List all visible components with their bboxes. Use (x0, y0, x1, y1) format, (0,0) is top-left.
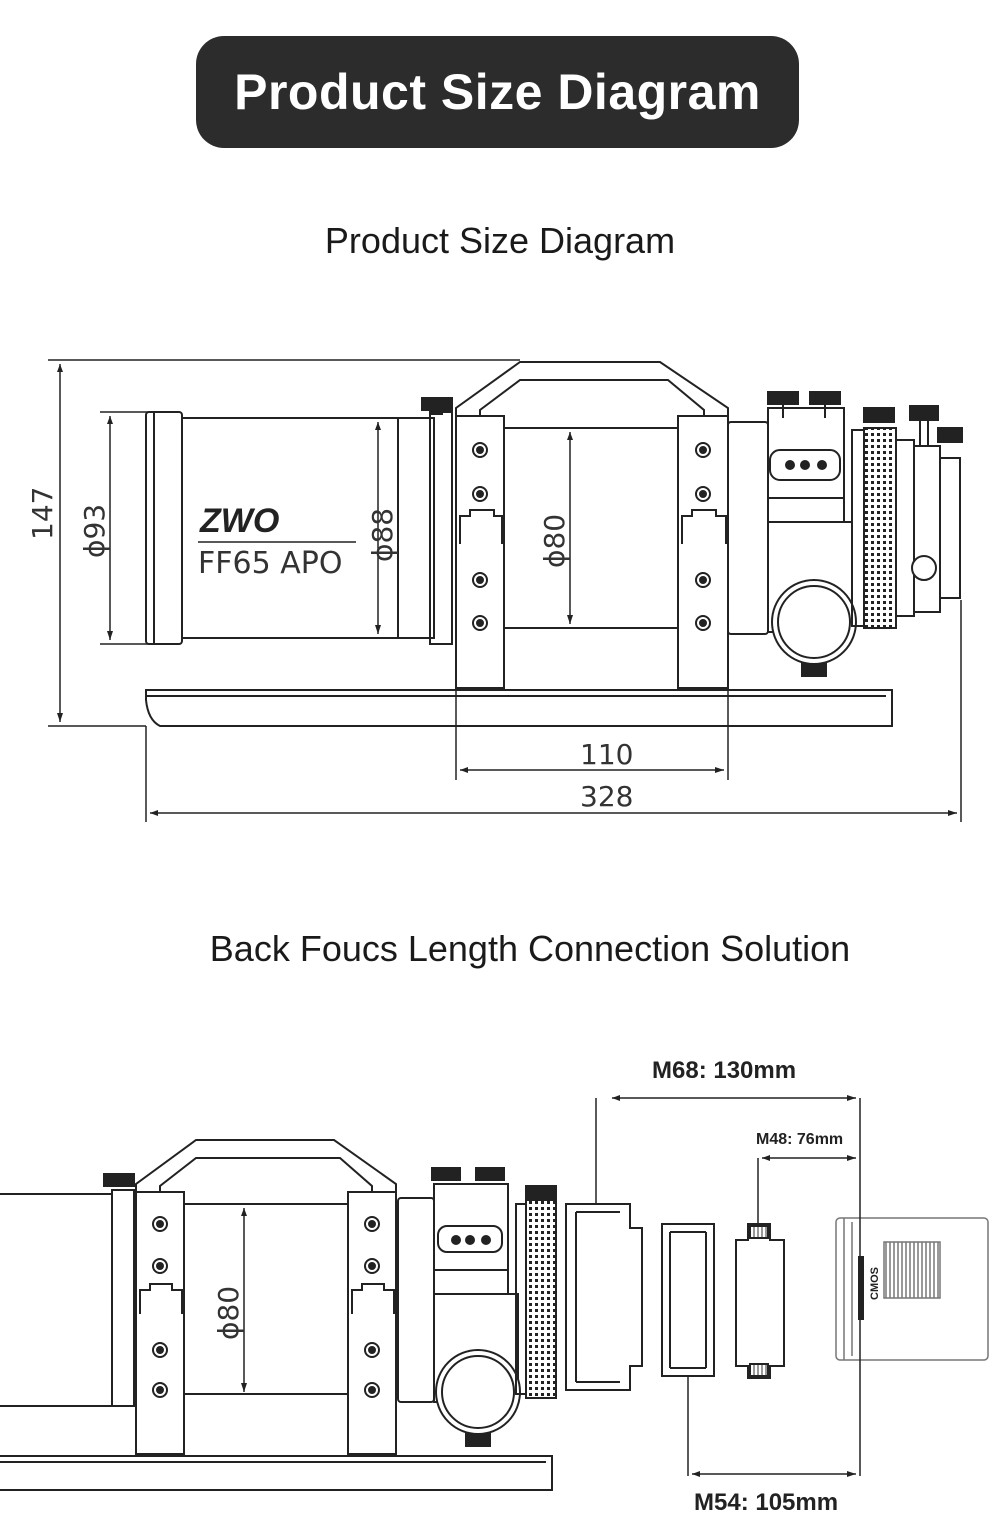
label-m54: M54: 105mm (694, 1489, 838, 1516)
adapter-m48 (735, 1223, 785, 1379)
backfocus-dim-ring: ϕ80 (212, 1286, 245, 1340)
dim-ring-span: 110 (580, 738, 633, 771)
rotator-ring (863, 427, 897, 629)
focuser-body (727, 421, 769, 635)
dim-total-length: 328 (580, 780, 633, 813)
backfocus-view (0, 1139, 557, 1491)
model-name: FF65 APO (198, 546, 342, 581)
dim-tube: ϕ88 (366, 508, 399, 562)
label-m48: M48: 76mm (756, 1131, 843, 1148)
carry-handle (455, 361, 729, 417)
cmos-camera (835, 1217, 989, 1361)
adapter-m68 (565, 1203, 643, 1391)
dim-ring: ϕ80 (538, 514, 571, 568)
section1-title: Product Size Diagram (324, 220, 676, 261)
telescope-side-view: ZWO FF65 APO (145, 361, 963, 727)
brand-logo: ZWO (199, 502, 279, 540)
backfocus-dimension-lines (241, 1095, 861, 1477)
dim-dew-shield: ϕ93 (78, 504, 111, 558)
focus-knob (771, 579, 857, 665)
camera-label: CMOS (869, 1267, 881, 1300)
dew-shield (145, 411, 183, 645)
main-tube (181, 417, 435, 639)
dimension-lines (48, 359, 962, 822)
adapter-m54 (661, 1223, 715, 1377)
dovetail-plate (145, 689, 893, 727)
header-title: Product Size Diagram (234, 64, 761, 120)
dim-height: 147 (26, 487, 59, 540)
header-banner: Product Size Diagram (196, 36, 799, 148)
label-m68: M68: 130mm (652, 1057, 796, 1084)
section2-title: Back Foucs Length Connection Solution (209, 928, 851, 969)
